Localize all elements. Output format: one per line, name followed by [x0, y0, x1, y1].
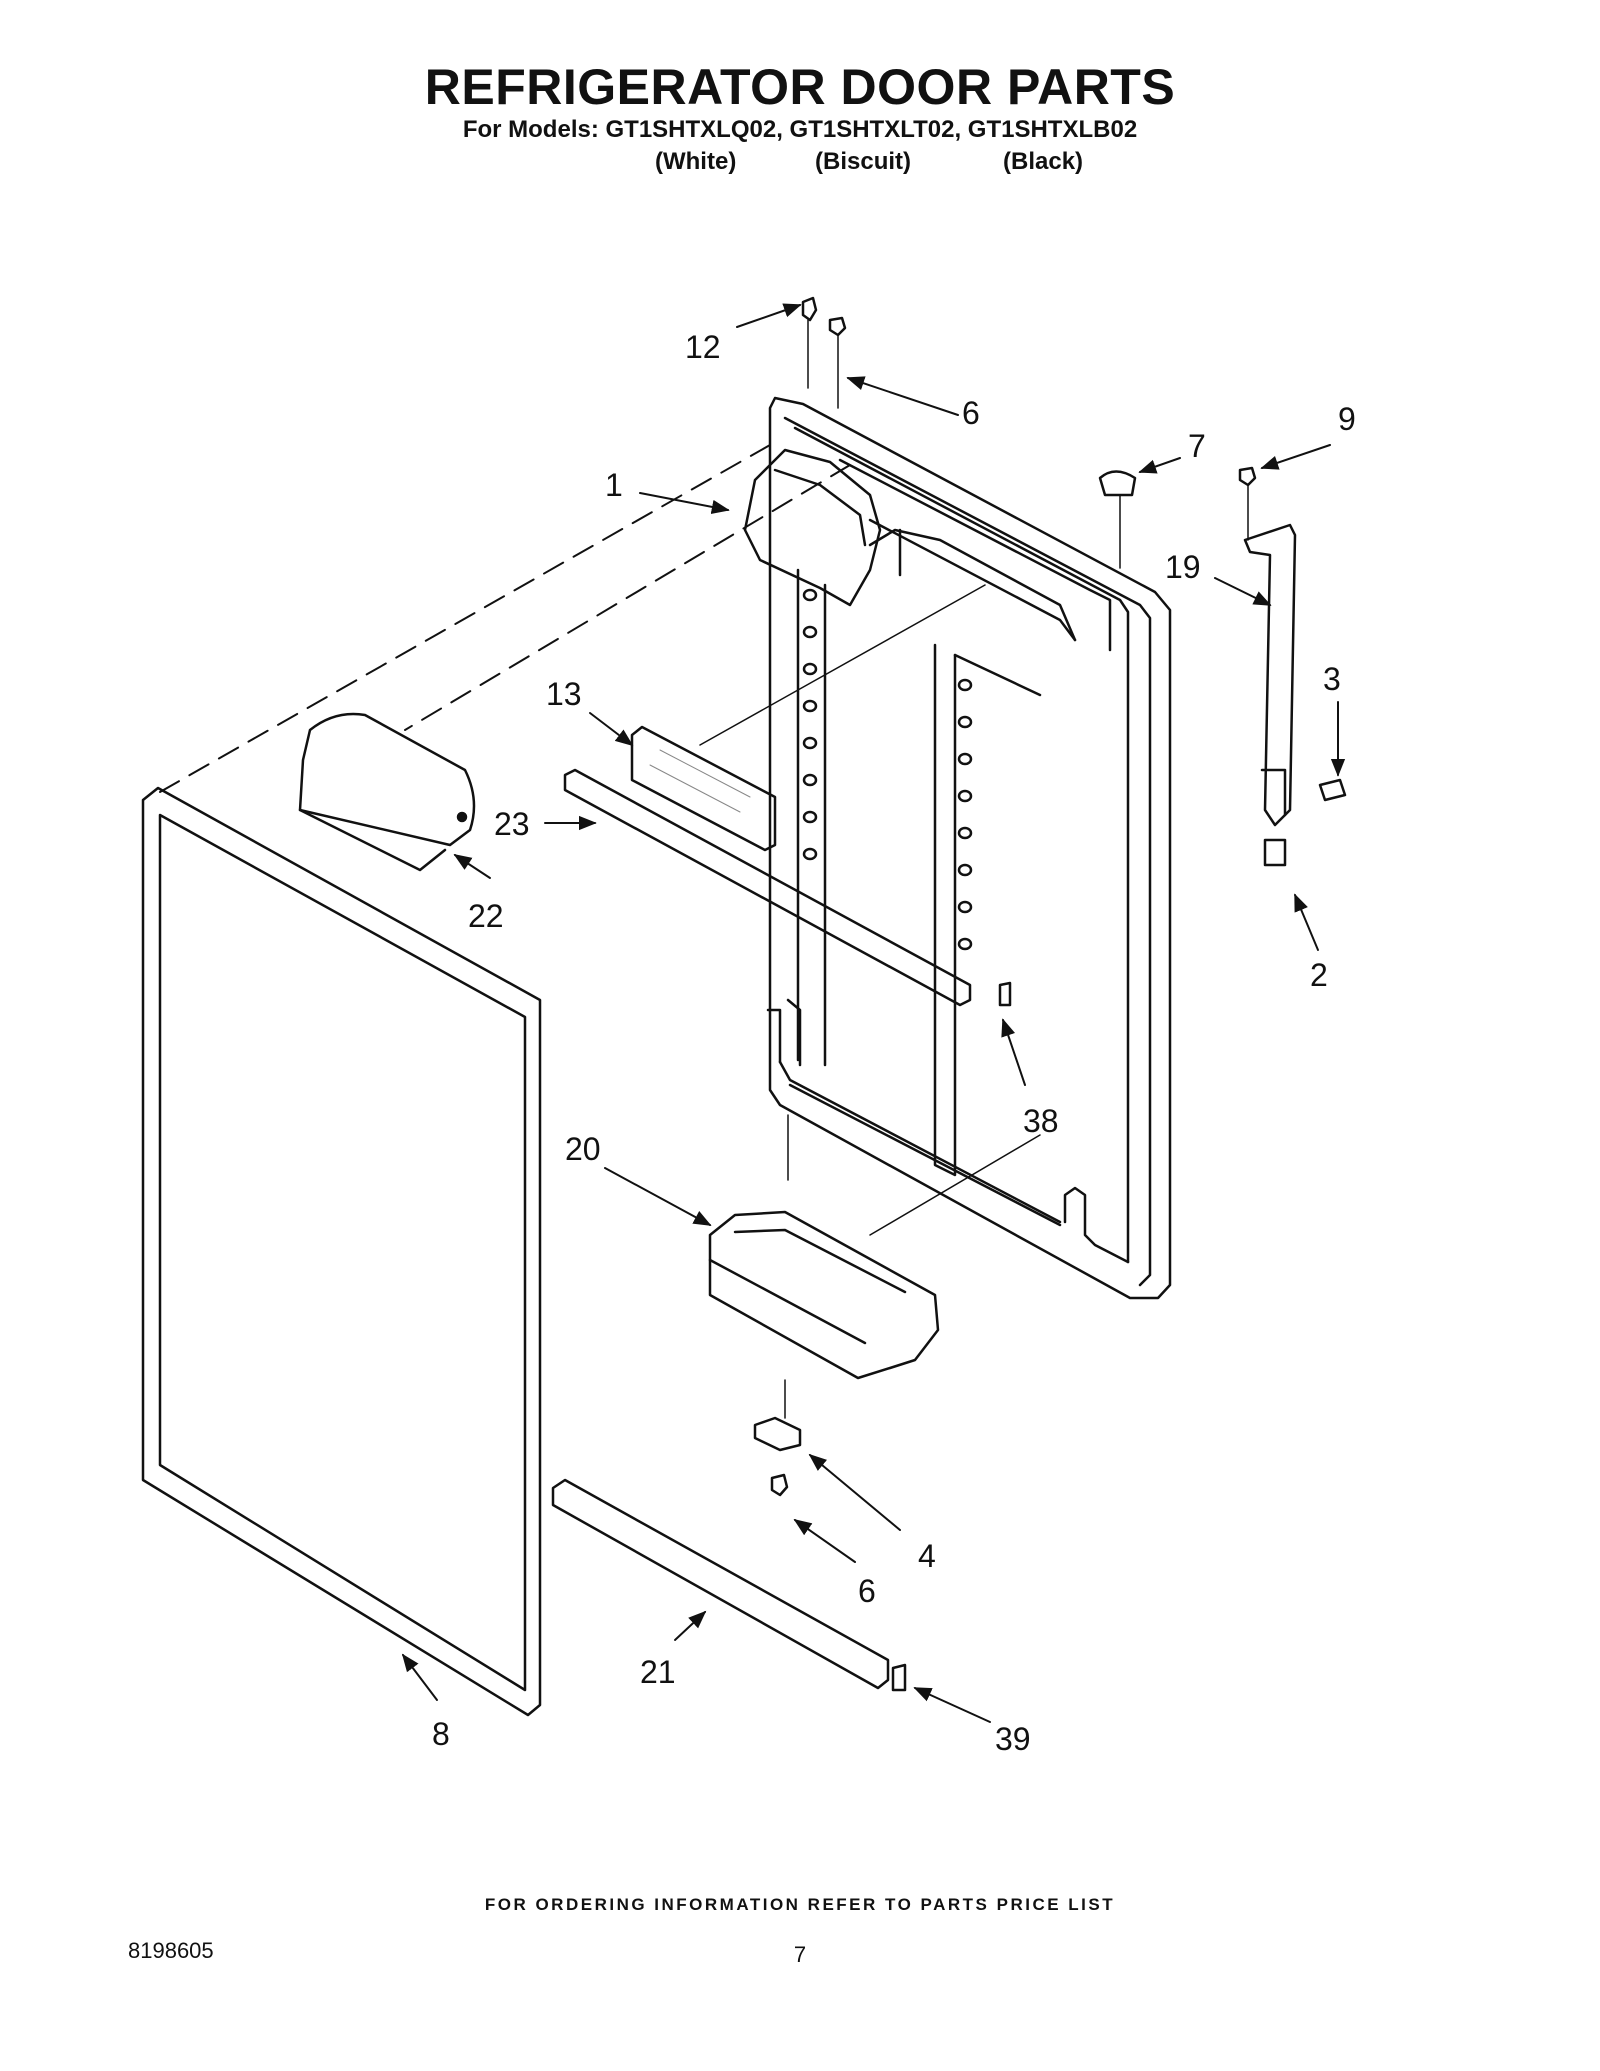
- callout-1: 1: [605, 467, 623, 503]
- door-gasket-part-8: [141, 786, 542, 1717]
- callout-7: 7: [1188, 428, 1206, 464]
- callout-19: 19: [1165, 549, 1201, 585]
- callout-6-top: 6: [962, 395, 980, 431]
- door-bin-part-20: [708, 1210, 940, 1380]
- page-title: REFRIGERATOR DOOR PARTS: [424, 59, 1176, 115]
- page-number: 7: [793, 1942, 807, 1967]
- callout-4: 4: [918, 1538, 936, 1574]
- color-label-black: (Black): [1003, 148, 1084, 175]
- models-line: For Models: GT1SHTXLQ02, GT1SHTXLT02, GT…: [462, 116, 1138, 143]
- dairy-bin-part-1: [743, 448, 1077, 642]
- callout-2: 2: [1310, 957, 1328, 993]
- document-number: 8198605: [128, 1938, 214, 1963]
- shelf-front-part-13: [630, 725, 777, 852]
- callout-9: 9: [1338, 401, 1356, 437]
- callout-13: 13: [546, 676, 582, 712]
- callout-23: 23: [494, 806, 530, 842]
- color-label-white: (White): [655, 148, 737, 175]
- bottom-trim-part-21: [551, 1478, 890, 1690]
- callout-labels: 12 6 1 7 9 19 3 13 23 22 2 38 20 4 6 21 …: [432, 329, 1356, 1757]
- callout-arrows: [401, 303, 1346, 1723]
- trim-bar-part-23: [563, 768, 972, 1007]
- callout-22: 22: [468, 898, 504, 934]
- door-liner: [766, 396, 1172, 1300]
- assembly-dashed-lines: [159, 444, 851, 793]
- callout-8: 8: [432, 1716, 450, 1752]
- callout-6-bottom: 6: [858, 1573, 876, 1609]
- callout-38: 38: [1023, 1103, 1059, 1139]
- butter-compartment-part-22: [298, 712, 476, 872]
- door-handle-part-19: [1243, 523, 1297, 827]
- callout-3: 3: [1323, 661, 1341, 697]
- ordering-info-note: FOR ORDERING INFORMATION REFER TO PARTS …: [484, 1895, 1116, 1914]
- callout-12: 12: [685, 329, 721, 365]
- callout-21: 21: [640, 1654, 676, 1690]
- color-label-biscuit: (Biscuit): [815, 148, 911, 175]
- callout-39: 39: [995, 1721, 1031, 1757]
- callout-20: 20: [565, 1131, 601, 1167]
- hardware-parts: [699, 296, 1347, 1692]
